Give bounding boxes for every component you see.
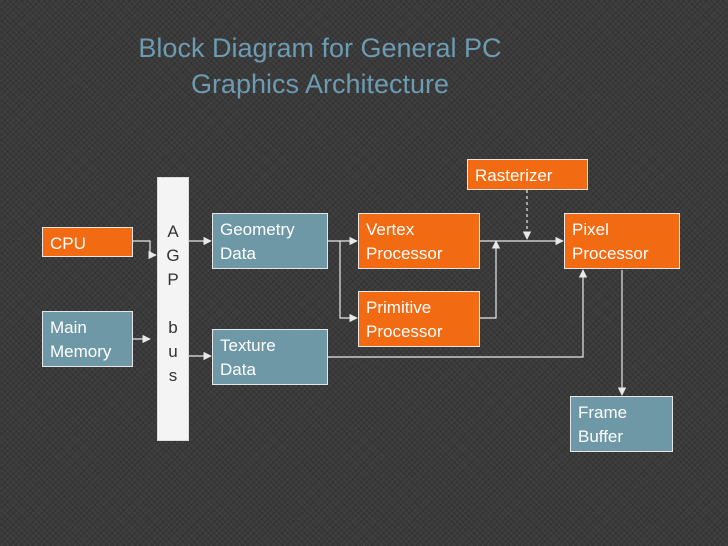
pixel-processor-label-line-2: Processor	[572, 244, 649, 263]
geometry-data-block: Geometry Data	[212, 213, 328, 269]
agp-letter: G	[166, 246, 180, 265]
cpu-block: CPU	[42, 227, 133, 257]
texture-data-block: Texture Data	[212, 329, 328, 385]
rasterizer-label: Rasterizer	[475, 166, 553, 185]
frame-buffer-label-line-1: Frame	[578, 403, 628, 422]
primitive-processor-label-line-2: Processor	[366, 322, 443, 341]
page-title: Block Diagram for General PC Graphics Ar…	[40, 30, 600, 102]
agp-letter: P	[167, 270, 179, 289]
agp-letter: b	[168, 318, 178, 337]
vertex-processor-label-line-1: Vertex	[366, 220, 415, 239]
arrow-geometry-to-primitive	[339, 241, 358, 323]
frame-buffer-label-line-2: Buffer	[578, 427, 624, 446]
agp-letter: A	[167, 222, 179, 241]
texture-data-label-line-1: Texture	[220, 336, 276, 355]
pixel-processor-block: Pixel Processor	[564, 213, 680, 269]
pixel-processor-label-line-1: Pixel	[572, 220, 609, 239]
geometry-data-label-line-1: Geometry	[220, 220, 295, 239]
agp-letter: u	[168, 342, 178, 361]
title-line-1: Block Diagram for General PC	[138, 33, 502, 63]
primitive-processor-block: Primitive Processor	[358, 291, 480, 347]
vertex-processor-block: Vertex Processor	[358, 213, 480, 269]
arrow-primitive-to-main-line	[480, 240, 501, 319]
main-memory-block: Main Memory	[42, 311, 133, 367]
texture-data-label-line-2: Data	[220, 360, 256, 379]
main-memory-label-line-1: Main	[50, 318, 87, 337]
main-memory-label-line-2: Memory	[50, 342, 112, 361]
primitive-processor-label-line-1: Primitive	[366, 298, 432, 317]
title-line-2: Graphics Architecture	[190, 69, 450, 99]
arrow-texture-to-pixel	[328, 269, 588, 358]
cpu-label: CPU	[50, 234, 86, 253]
agp-bus: A G P b u s	[157, 177, 189, 441]
agp-spacer	[158, 292, 188, 316]
geometry-data-label-line-2: Data	[220, 244, 256, 263]
agp-letter: s	[168, 366, 178, 385]
vertex-processor-label-line-2: Processor	[366, 244, 443, 263]
frame-buffer-block: Frame Buffer	[570, 396, 673, 452]
arrow-cpu-to-bus	[133, 240, 157, 260]
rasterizer-block: Rasterizer	[467, 159, 588, 190]
